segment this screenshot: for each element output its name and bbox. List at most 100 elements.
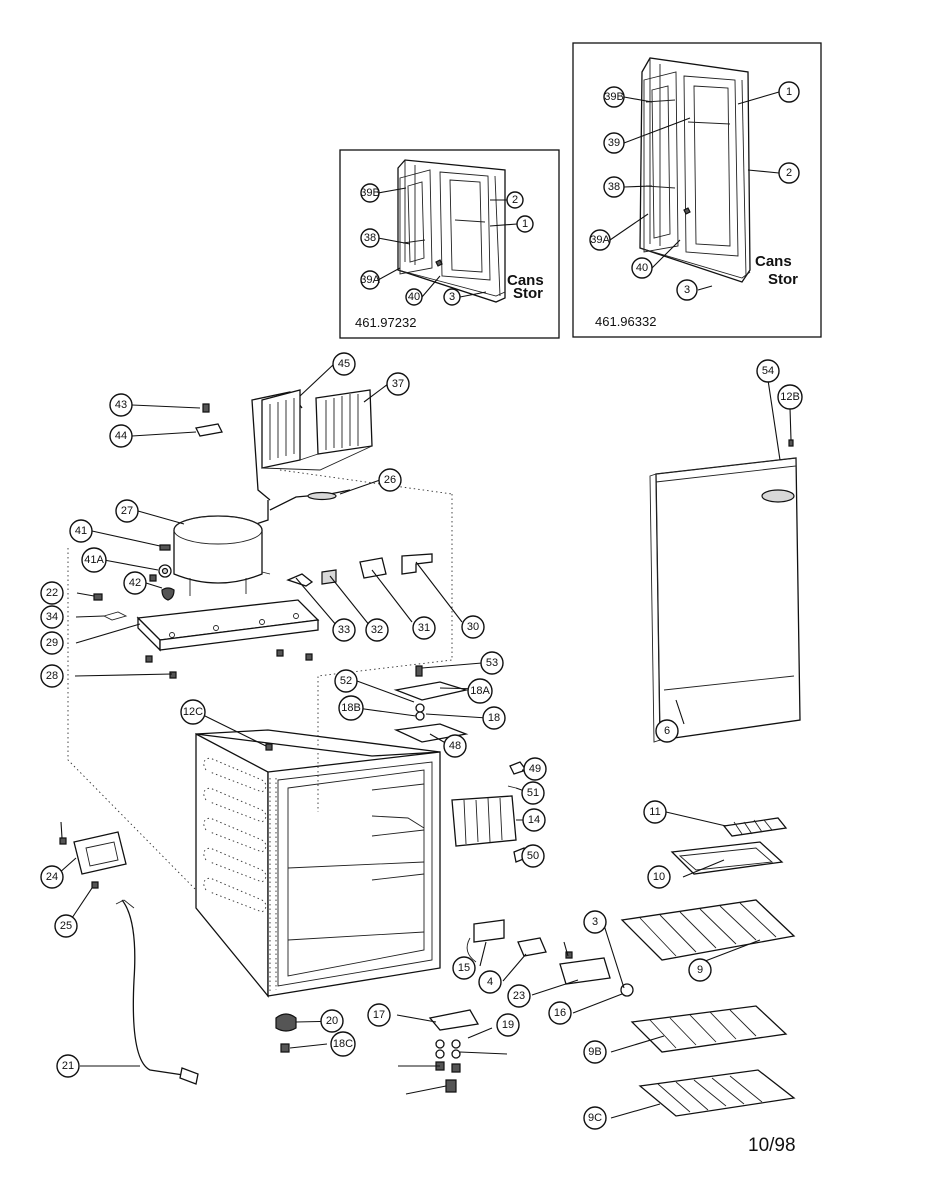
svg-text:20: 20	[326, 1015, 338, 1027]
svg-text:39B: 39B	[604, 91, 624, 103]
callout-24: 24	[40, 865, 64, 889]
svg-text:4: 4	[487, 976, 493, 988]
svg-text:50: 50	[527, 850, 539, 862]
date-code: 10/98	[748, 1135, 796, 1156]
callout-37: 37	[386, 372, 410, 396]
callout-31: 31	[412, 616, 436, 640]
svg-text:52: 52	[340, 675, 352, 687]
svg-text:2: 2	[786, 167, 792, 179]
svg-text:41A: 41A	[84, 554, 104, 566]
inset-1-logo-line-2: Stor	[513, 285, 543, 302]
svg-text:3: 3	[449, 291, 455, 303]
svg-text:26: 26	[384, 474, 396, 486]
svg-text:34: 34	[46, 611, 58, 623]
callout-33: 33	[332, 618, 356, 642]
svg-text:12B: 12B	[780, 391, 800, 403]
svg-text:3: 3	[684, 284, 690, 296]
callout-45: 45	[332, 352, 356, 376]
callout-1: 1	[516, 215, 534, 233]
callout-18c: 18C	[330, 1031, 356, 1057]
svg-text:24: 24	[46, 871, 58, 883]
trays-and-shelves	[620, 817, 796, 1117]
inset-2-logo-line-2: Stor	[768, 271, 798, 288]
callout-41: 41	[69, 519, 93, 543]
callout-21: 21	[56, 1054, 80, 1078]
callout-39b: 39B	[360, 183, 380, 203]
inset-2-model-number: 461.96332	[595, 314, 656, 329]
callout-14: 14	[522, 808, 546, 832]
svg-text:15: 15	[458, 962, 470, 974]
svg-text:9B: 9B	[588, 1046, 601, 1058]
svg-text:18: 18	[488, 712, 500, 724]
svg-text:18C: 18C	[333, 1038, 353, 1050]
callout-6: 6	[655, 719, 679, 743]
svg-text:29: 29	[46, 637, 58, 649]
inset-1-logo-line-1: Cans	[507, 272, 544, 289]
svg-text:51: 51	[527, 787, 539, 799]
callout-3: 3	[583, 910, 607, 934]
callout-29: 29	[40, 631, 64, 655]
callout-38: 38	[360, 228, 380, 248]
svg-text:39B: 39B	[360, 187, 380, 199]
callout-39a: 39A	[360, 270, 380, 290]
svg-text:48: 48	[449, 740, 461, 752]
svg-text:6: 6	[664, 725, 670, 737]
callout-11: 11	[643, 800, 667, 824]
callout-26: 26	[378, 468, 402, 492]
svg-text:23: 23	[513, 990, 525, 1002]
svg-text:43: 43	[115, 399, 127, 411]
svg-text:39A: 39A	[360, 274, 380, 286]
svg-text:40: 40	[408, 291, 420, 303]
callout-52: 52	[334, 669, 358, 693]
svg-text:3: 3	[592, 916, 598, 928]
callout-54: 54	[756, 359, 780, 383]
callout-1: 1	[778, 81, 800, 103]
callout-17: 17	[367, 1003, 391, 1027]
callout-40: 40	[405, 288, 423, 306]
callout-12b: 12B	[777, 384, 803, 410]
callout-20: 20	[320, 1009, 344, 1033]
svg-text:33: 33	[338, 624, 350, 636]
svg-text:18A: 18A	[470, 685, 490, 697]
callout-18b: 18B	[338, 695, 364, 721]
callout-18a: 18A	[467, 678, 493, 704]
callout-39b: 39B	[603, 86, 625, 108]
callout-3: 3	[443, 288, 461, 306]
callout-9b: 9B	[583, 1040, 607, 1064]
inset-door-461-97232: 461.97232 Cans Stor	[339, 149, 560, 339]
svg-text:2: 2	[512, 194, 518, 206]
callout-49: 49	[523, 757, 547, 781]
callout-15: 15	[452, 956, 476, 980]
callout-19: 19	[496, 1013, 520, 1037]
callout-9c: 9C	[583, 1106, 607, 1130]
callout-53: 53	[480, 651, 504, 675]
svg-text:1: 1	[786, 86, 792, 98]
svg-text:1: 1	[522, 218, 528, 230]
svg-text:9: 9	[697, 964, 703, 976]
svg-text:37: 37	[392, 378, 404, 390]
svg-text:38: 38	[608, 181, 620, 193]
svg-text:28: 28	[46, 670, 58, 682]
callout-30: 30	[461, 615, 485, 639]
callout-40: 40	[631, 257, 653, 279]
svg-text:54: 54	[762, 365, 774, 377]
svg-text:44: 44	[115, 430, 127, 442]
callout-23: 23	[507, 984, 531, 1008]
svg-text:22: 22	[46, 587, 58, 599]
inset-1-model-number: 461.97232	[355, 315, 416, 330]
svg-text:25: 25	[60, 920, 72, 932]
callout-39a: 39A	[589, 229, 611, 251]
svg-text:19: 19	[502, 1019, 514, 1031]
callout-12c: 12C	[180, 699, 206, 725]
callout-10: 10	[647, 865, 671, 889]
callout-4: 4	[478, 970, 502, 994]
svg-text:18B: 18B	[341, 702, 361, 714]
callout-27: 27	[115, 499, 139, 523]
svg-text:32: 32	[371, 624, 383, 636]
svg-text:41: 41	[75, 525, 87, 537]
callout-42: 42	[123, 571, 147, 595]
svg-text:30: 30	[467, 621, 479, 633]
callout-38: 38	[603, 176, 625, 198]
